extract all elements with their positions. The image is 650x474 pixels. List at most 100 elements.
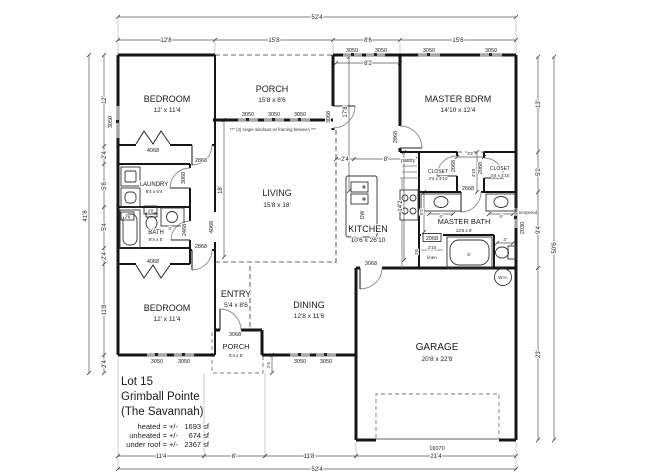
stat-heated-value: 1693 sf [184,422,210,431]
room-size-master-bath: 12'6 x 9' [456,228,473,233]
window-code-bedroom1-left: 3050 [108,116,114,128]
water-heater-symbol [494,268,512,286]
room-label-porch-front: PORCH [222,342,249,351]
room-label-laundry: LAUNDRY [140,182,169,188]
dim-suite-hall-w: 3'2 [467,151,473,156]
fixtures [119,165,517,286]
door-code-living-opening: 4068 [209,221,215,233]
door-arcs [169,105,505,331]
dim-top-1: 15'8 [268,38,280,44]
stat-under-roof-label: under roof = +/- [126,440,178,449]
master-tub [446,236,493,269]
room-size-living: 15'8 x 18' [263,202,290,209]
room-size-kitchen: 10'6 x 26'10 [351,237,386,244]
door-code-entry: 3068 [229,332,241,338]
dim-overall-left: 41'8 [83,210,89,222]
window-code-dining-1: 3050 [294,359,306,365]
room-size-garage: 20'8 x 22'8 [421,356,452,363]
room-label-garage: GARAGE [416,342,459,353]
door-code-laundry: 3068 [181,172,187,184]
dim-linen-w: 2'10 [428,245,437,250]
dim-left-4: 2'4 [102,251,108,259]
dim-kitchen-w1: 2'4 [341,157,349,163]
dim-linen-h: 3'6 [414,249,419,255]
pantry-label: pantry [401,158,415,164]
dashed-boundaries [215,54,484,330]
door-code-bedroom2: 2868 [195,244,207,250]
stat-unheated-label: unheated = +/- [129,431,178,440]
stat-heated-label: heated = +/- [138,422,179,431]
room-label-porch-rear: PORCH [256,84,289,94]
dim-mbath-left-h: 5'2 [419,209,424,215]
window-code-porch-2: 3050 [268,112,280,118]
room-label-bedroom1: BEDROOM [144,94,191,104]
dishwasher-label: DW [360,211,366,220]
window-code-nook-1: 3050 [346,48,358,54]
window-code-porch-1: 3050 [242,112,254,118]
dim-bath-a: 2'8 [125,215,131,220]
door-code-master-bdrm: 2868 [393,131,399,143]
dim-suite-hall-h: 4'10 [471,168,476,177]
room-size-porch-front: 5'4 x 5' [229,353,243,358]
garage-door-inset [375,393,500,438]
dim-nook-height: 17'8 [343,106,349,118]
room-label-closet2: CLOSET [490,166,510,172]
dim-top-0: 12'8 [160,38,172,44]
room-label-kitchen: KITCHEN [348,224,388,234]
dim-vanity2: 4' [499,214,503,219]
dim-bottom-0: 11'4 [156,454,167,460]
door-code-bedroom1: 2868 [195,158,207,164]
dim-left-0: 12' [102,96,108,104]
dim-left-1: 2'4 [102,150,108,158]
room-size-bath: 8'4 x 5' [149,237,163,242]
dim-left-2: 5'8 [102,181,108,189]
dim-overall-right: 50'6 [552,242,558,254]
walls-interior [118,55,516,355]
window-code-bedroom2-2: 3050 [178,359,190,365]
dim-bath-b: 2'8 [148,209,154,214]
room-size-closet1: 4'4 x 4'10 [429,176,448,181]
window-code-porch-3: 3050 [294,112,306,118]
dim-tub: 6' [467,252,471,257]
dim-overall-top: 52'4 [311,15,323,21]
dim-top-3: 15'6 [452,38,464,44]
room-size-master-bdrm: 14'10 x 12'4 [441,107,476,114]
dim-bottom-3: 21'4 [430,454,442,460]
dim-vanity1: 4' [439,214,443,219]
linen-door-box [422,233,442,242]
walls-exterior [116,53,518,442]
washer-symbol [120,166,141,187]
kitchen-island [345,175,378,238]
master-toilet [495,245,517,260]
dim-kitchen-w2: 8' [384,157,388,163]
room-size-bedroom2: 12' x 11'4 [154,316,181,323]
garage-door-code: 16070 [429,446,444,452]
dim-overall-bottom: 52'4 [311,467,323,473]
title-plan-name: (The Savannah) [121,406,204,418]
door-code-linen: 2068 [426,236,438,242]
bath-dim-box-1 [120,211,135,221]
door-code-closet2: 2068 [478,162,484,174]
dim-bath-c: 3' [168,226,172,231]
dim-bottom-1: 8' [232,454,236,460]
door-code-bath: 2468 [182,224,188,236]
room-label-master-bath: MASTER BATH [438,217,491,226]
kitchen-range [399,189,419,221]
title-lot: Lot 15 [121,376,153,388]
dim-toilet: 3' [503,237,507,242]
stat-under-roof-value: 2367 sf [184,440,210,449]
dim-left-3: 5'4 [102,222,108,230]
room-label-closet1: CLOSET [428,169,448,175]
door-code-garage: 3068 [365,261,377,267]
dim-right-1: 5'2 [536,167,542,175]
room-size-porch-rear: 15'8 x 8'6 [258,97,286,104]
door-code-master-bath: 2668 [462,186,474,192]
dim-right-3: 23' [536,350,542,358]
bath-tub [119,209,141,249]
room-size-bedroom1: 12' x 11'4 [154,107,181,114]
labels: BEDROOM 12' x 11'4 PORCH 15'8 x 8'6 MAST… [82,14,559,474]
bath-toilet [145,212,158,230]
door-code-closet-bifold-1: 4068 [147,148,159,154]
window-code-master-1: 3050 [423,48,435,54]
